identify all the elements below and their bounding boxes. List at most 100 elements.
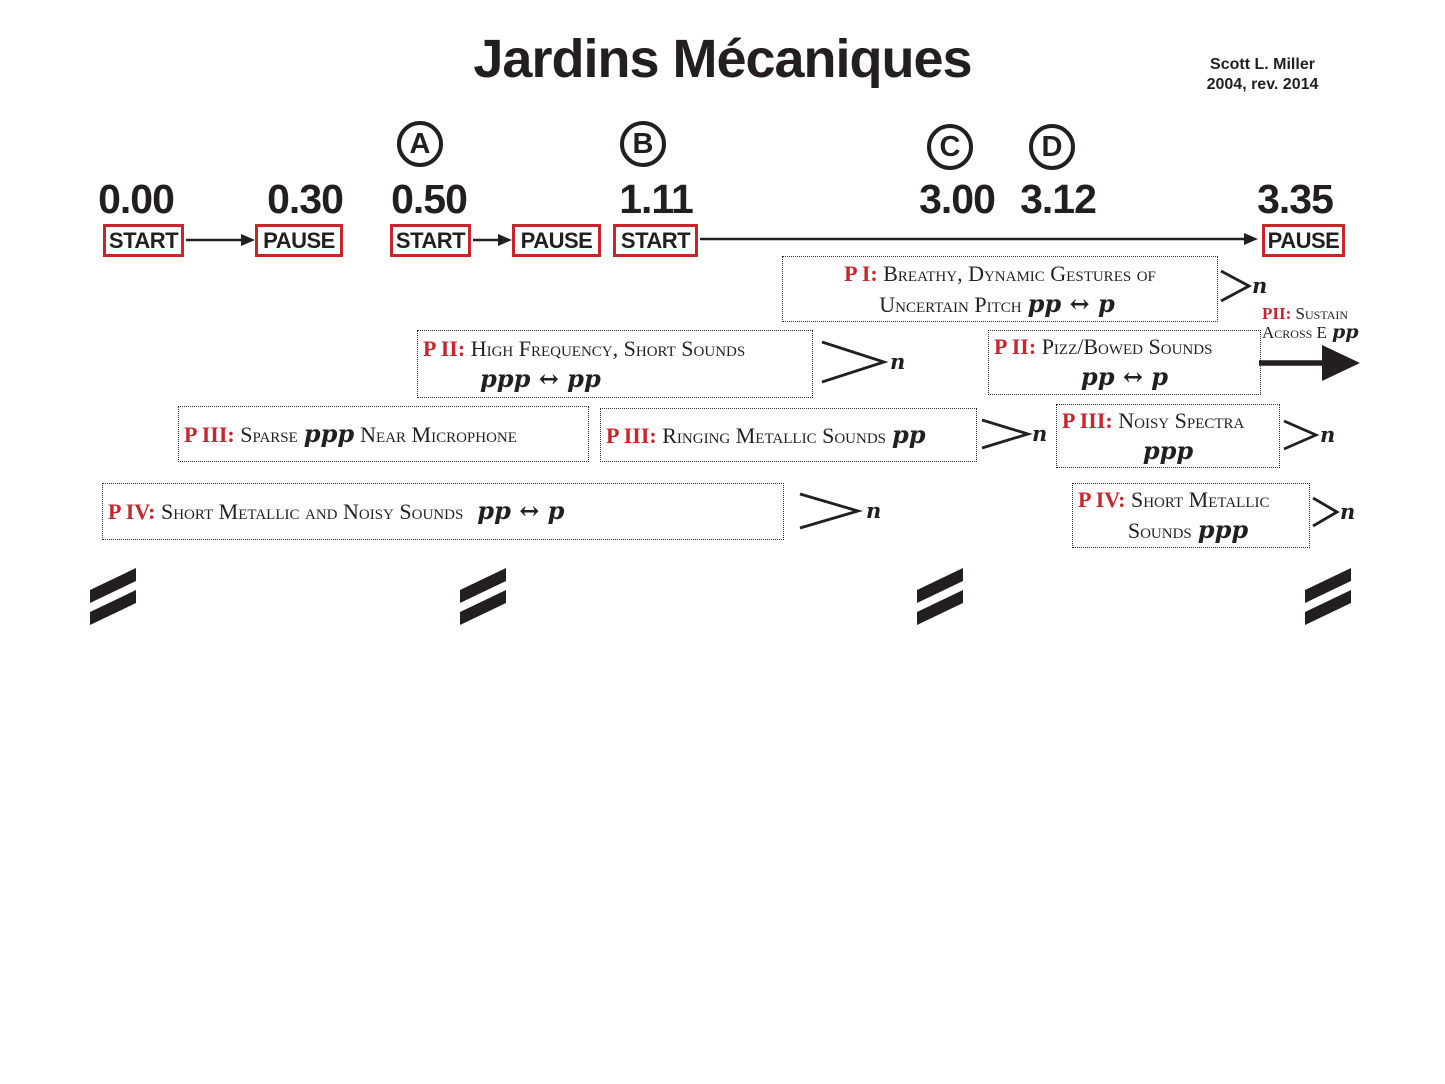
niente-mark-p1: n	[1252, 273, 1268, 298]
pause-box-1: PAUSE	[255, 224, 343, 257]
part-p1-text: Breathy, Dynamic Gestures of	[883, 260, 1156, 286]
dynamic-marking: ppp ↔ pp	[480, 363, 601, 393]
sustain-note-label: PII:	[1262, 304, 1292, 323]
decrescendo-hairpin-p3c	[1283, 419, 1320, 451]
caesura-mark-1	[90, 568, 136, 625]
part-p4b-label: P IV:	[1078, 487, 1126, 512]
part-p3c-label: P III:	[1062, 407, 1113, 433]
part-box-p1: P I: Breathy, Dynamic Gestures of Uncert…	[782, 256, 1218, 322]
score-title: Jardins Mécaniques	[473, 29, 972, 89]
start-box-1: START	[103, 224, 184, 257]
part-p2a-line1: P II: High Frequency, Short Sounds	[418, 334, 812, 364]
part-p3b-label: P III:	[606, 422, 657, 448]
time-label-3-00: 3.00	[919, 176, 996, 222]
part-p2a-line2: ppp ↔ pp	[418, 364, 812, 395]
decrescendo-hairpin-p4a	[799, 492, 863, 530]
rehearsal-letter: D	[1041, 130, 1063, 163]
part-p2b-label: P II:	[994, 334, 1037, 359]
part-p2a-label: P II:	[423, 335, 466, 361]
niente-mark-p2: n	[890, 349, 906, 374]
time-label-0-50: 0.50	[391, 176, 468, 222]
rehearsal-mark-c: C	[927, 124, 973, 170]
niente-mark-p3c: n	[1320, 422, 1336, 447]
part-p4a-line1: P IV: Short Metallic and Noisy Sounds pp …	[103, 496, 783, 527]
start-box-3: START	[613, 224, 698, 257]
rehearsal-letter: A	[409, 127, 431, 160]
dynamic-marking: pp	[1331, 321, 1359, 343]
part-p3c-line1: P III: Noisy Spectra	[1057, 406, 1279, 436]
time-label-1-11: 1.11	[619, 176, 694, 222]
rehearsal-mark-b: B	[620, 121, 666, 167]
sustain-arrow	[1259, 345, 1360, 381]
transport-arrow-3	[700, 233, 1258, 245]
start-box-2: START	[390, 224, 471, 257]
niente-mark-p3b: n	[1032, 421, 1048, 446]
part-p1-text2: Uncertain Pitch	[879, 291, 1022, 317]
caesura-mark-4	[1305, 568, 1351, 625]
pause-box-2: PAUSE	[512, 224, 601, 257]
dynamic-marking: pp ↔ p	[477, 496, 565, 525]
dynamic-marking: pp	[892, 419, 926, 449]
part-p2a-text: High Frequency, Short Sounds	[470, 335, 746, 361]
part-p4a-text: Short Metallic and Noisy Sounds	[160, 499, 464, 524]
decrescendo-hairpin-p1	[1220, 269, 1252, 303]
part-p1-label: P I:	[844, 260, 878, 286]
dynamic-marking: ppp	[1197, 515, 1249, 544]
composer-name: Scott L. Miller	[1210, 56, 1315, 73]
niente-mark-p4a: n	[866, 498, 882, 523]
composer-credit: Scott L. Miller 2004, rev. 2014	[1180, 55, 1345, 95]
composition-date: 2004, rev. 2014	[1206, 76, 1319, 93]
dynamic-marking: ppp	[1142, 435, 1194, 465]
rehearsal-letter: B	[632, 127, 654, 160]
part-box-p4-a: P IV: Short Metallic and Noisy Sounds pp …	[102, 483, 784, 540]
part-p3c-text: Noisy Spectra	[1118, 407, 1245, 433]
rehearsal-mark-d: D	[1029, 124, 1075, 170]
decrescendo-hairpin-p2	[821, 340, 889, 384]
part-p4b-text2: Sounds	[1127, 518, 1192, 543]
part-box-p2-a: P II: High Frequency, Short Sounds ppp ↔…	[417, 330, 813, 398]
time-label-0-00: 0.00	[98, 176, 175, 222]
part-p3a-text-after: Near Microphone	[360, 421, 517, 447]
sustain-note-line1: PII: Sustain	[1262, 304, 1372, 323]
part-p2b-text: Pizz/Bowed Sounds	[1041, 334, 1213, 359]
part-p3a-label: P III:	[184, 421, 235, 447]
niente-mark-p4b: n	[1340, 499, 1356, 524]
dynamic-marking: pp ↔ p	[1027, 288, 1115, 318]
decrescendo-hairpin-p3b	[981, 418, 1033, 450]
decrescendo-hairpin-p4b	[1312, 496, 1340, 528]
dynamic-marking: pp ↔ p	[1080, 362, 1169, 391]
part-p3b-text: Ringing Metallic Sounds	[662, 422, 886, 448]
time-label-0-30: 0.30	[267, 176, 344, 222]
rehearsal-letter: C	[939, 130, 961, 163]
part-p3a-text-before: Sparse	[240, 421, 298, 447]
sustain-note-text1: Sustain	[1295, 304, 1349, 323]
dynamic-marking: ppp	[303, 418, 355, 448]
part-p3c-line2: ppp	[1057, 436, 1279, 467]
part-p2b-line1: P II: Pizz/Bowed Sounds	[989, 332, 1260, 362]
sustain-note-text2: Across E	[1262, 323, 1327, 342]
pause-box-3: PAUSE	[1262, 224, 1345, 257]
rehearsal-mark-a: A	[397, 121, 443, 167]
part-p4a-label: P IV:	[108, 499, 156, 524]
transport-arrow-2	[473, 234, 512, 246]
time-label-3-35: 3.35	[1257, 176, 1334, 222]
caesura-mark-2	[460, 568, 506, 625]
part-p4b-text: Short Metallic	[1130, 487, 1270, 512]
transport-arrow-1	[186, 234, 255, 246]
part-p2b-line2: pp ↔ p	[989, 362, 1260, 393]
part-box-p3-c: P III: Noisy Spectra ppp	[1056, 404, 1280, 468]
caesura-mark-3	[917, 568, 963, 625]
part-box-p2-b: P II: Pizz/Bowed Sounds pp ↔ p	[988, 330, 1261, 395]
part-p4b-line1: P IV: Short Metallic	[1073, 485, 1309, 515]
time-label-3-12: 3.12	[1020, 176, 1097, 222]
